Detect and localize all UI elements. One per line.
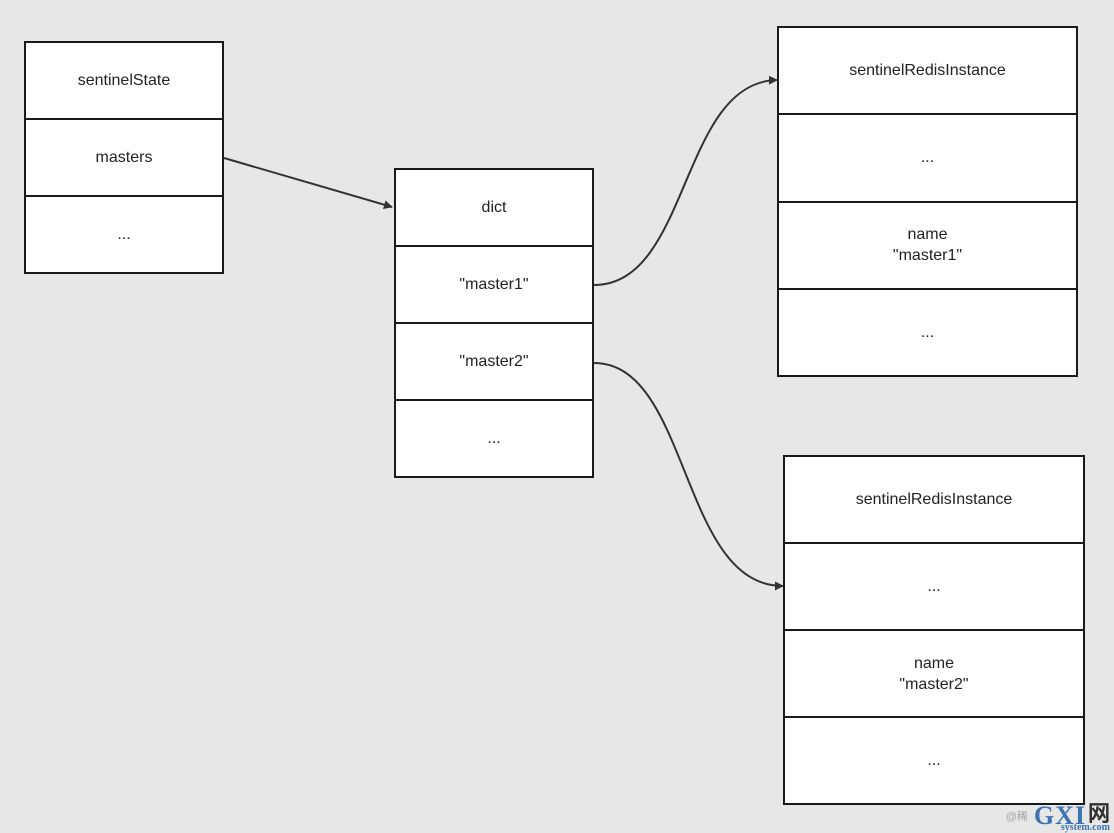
dict-ellipsis: ... bbox=[396, 399, 592, 476]
watermark-prefix: @稀 bbox=[1005, 811, 1028, 823]
edge-master2-to-instance-2 bbox=[593, 362, 784, 591]
instance-2-name-value: "master2" bbox=[899, 675, 969, 693]
instance-2-title: sentinelRedisInstance bbox=[855, 491, 1013, 508]
instance-1-ellipsis-bottom: ... bbox=[779, 287, 1076, 375]
watermark-logo: GXI 网 bbox=[1034, 803, 1110, 829]
sentinel-state-box: sentinelState masters ... bbox=[24, 41, 224, 274]
instance-2-name-field: name "master2" bbox=[785, 629, 1083, 716]
instance-1-name-field: name "master1" bbox=[779, 200, 1076, 288]
instance-2-name-label: name bbox=[913, 654, 955, 672]
watermark-site: system.com bbox=[1060, 822, 1110, 833]
watermark-logo-cn: 网 bbox=[1087, 801, 1110, 826]
instance-1-name-label: name bbox=[907, 226, 948, 244]
edge-master1-to-instance-1 bbox=[593, 75, 778, 286]
edge-masters-to-dict bbox=[223, 157, 393, 210]
dict-key-master2: "master2" bbox=[396, 322, 592, 399]
dict-title: dict bbox=[481, 199, 507, 216]
dict-key-master1: "master1" bbox=[396, 245, 592, 322]
sentinel-state-masters-field: masters bbox=[26, 118, 222, 195]
sentinel-redis-instance-master1-box: sentinelRedisInstance ... name "master1"… bbox=[777, 26, 1078, 377]
instance-2-ellipsis-bottom: ... bbox=[785, 716, 1083, 803]
sentinel-redis-instance-master2-box: sentinelRedisInstance ... name "master2"… bbox=[783, 455, 1085, 805]
watermark-logo-letters: GXI bbox=[1033, 801, 1086, 830]
dict-box: dict "master1" "master2" ... bbox=[394, 168, 594, 478]
sentinel-state-title: sentinelState bbox=[77, 72, 171, 89]
instance-1-ellipsis-top: ... bbox=[779, 113, 1076, 200]
watermark: @稀 GXI 网 system.com bbox=[1005, 801, 1110, 833]
sentinel-state-ellipsis: ... bbox=[26, 195, 222, 272]
instance-1-name-value: "master1" bbox=[892, 247, 963, 265]
instance-2-ellipsis-top: ... bbox=[785, 542, 1083, 629]
instance-1-title: sentinelRedisInstance bbox=[849, 62, 1006, 80]
